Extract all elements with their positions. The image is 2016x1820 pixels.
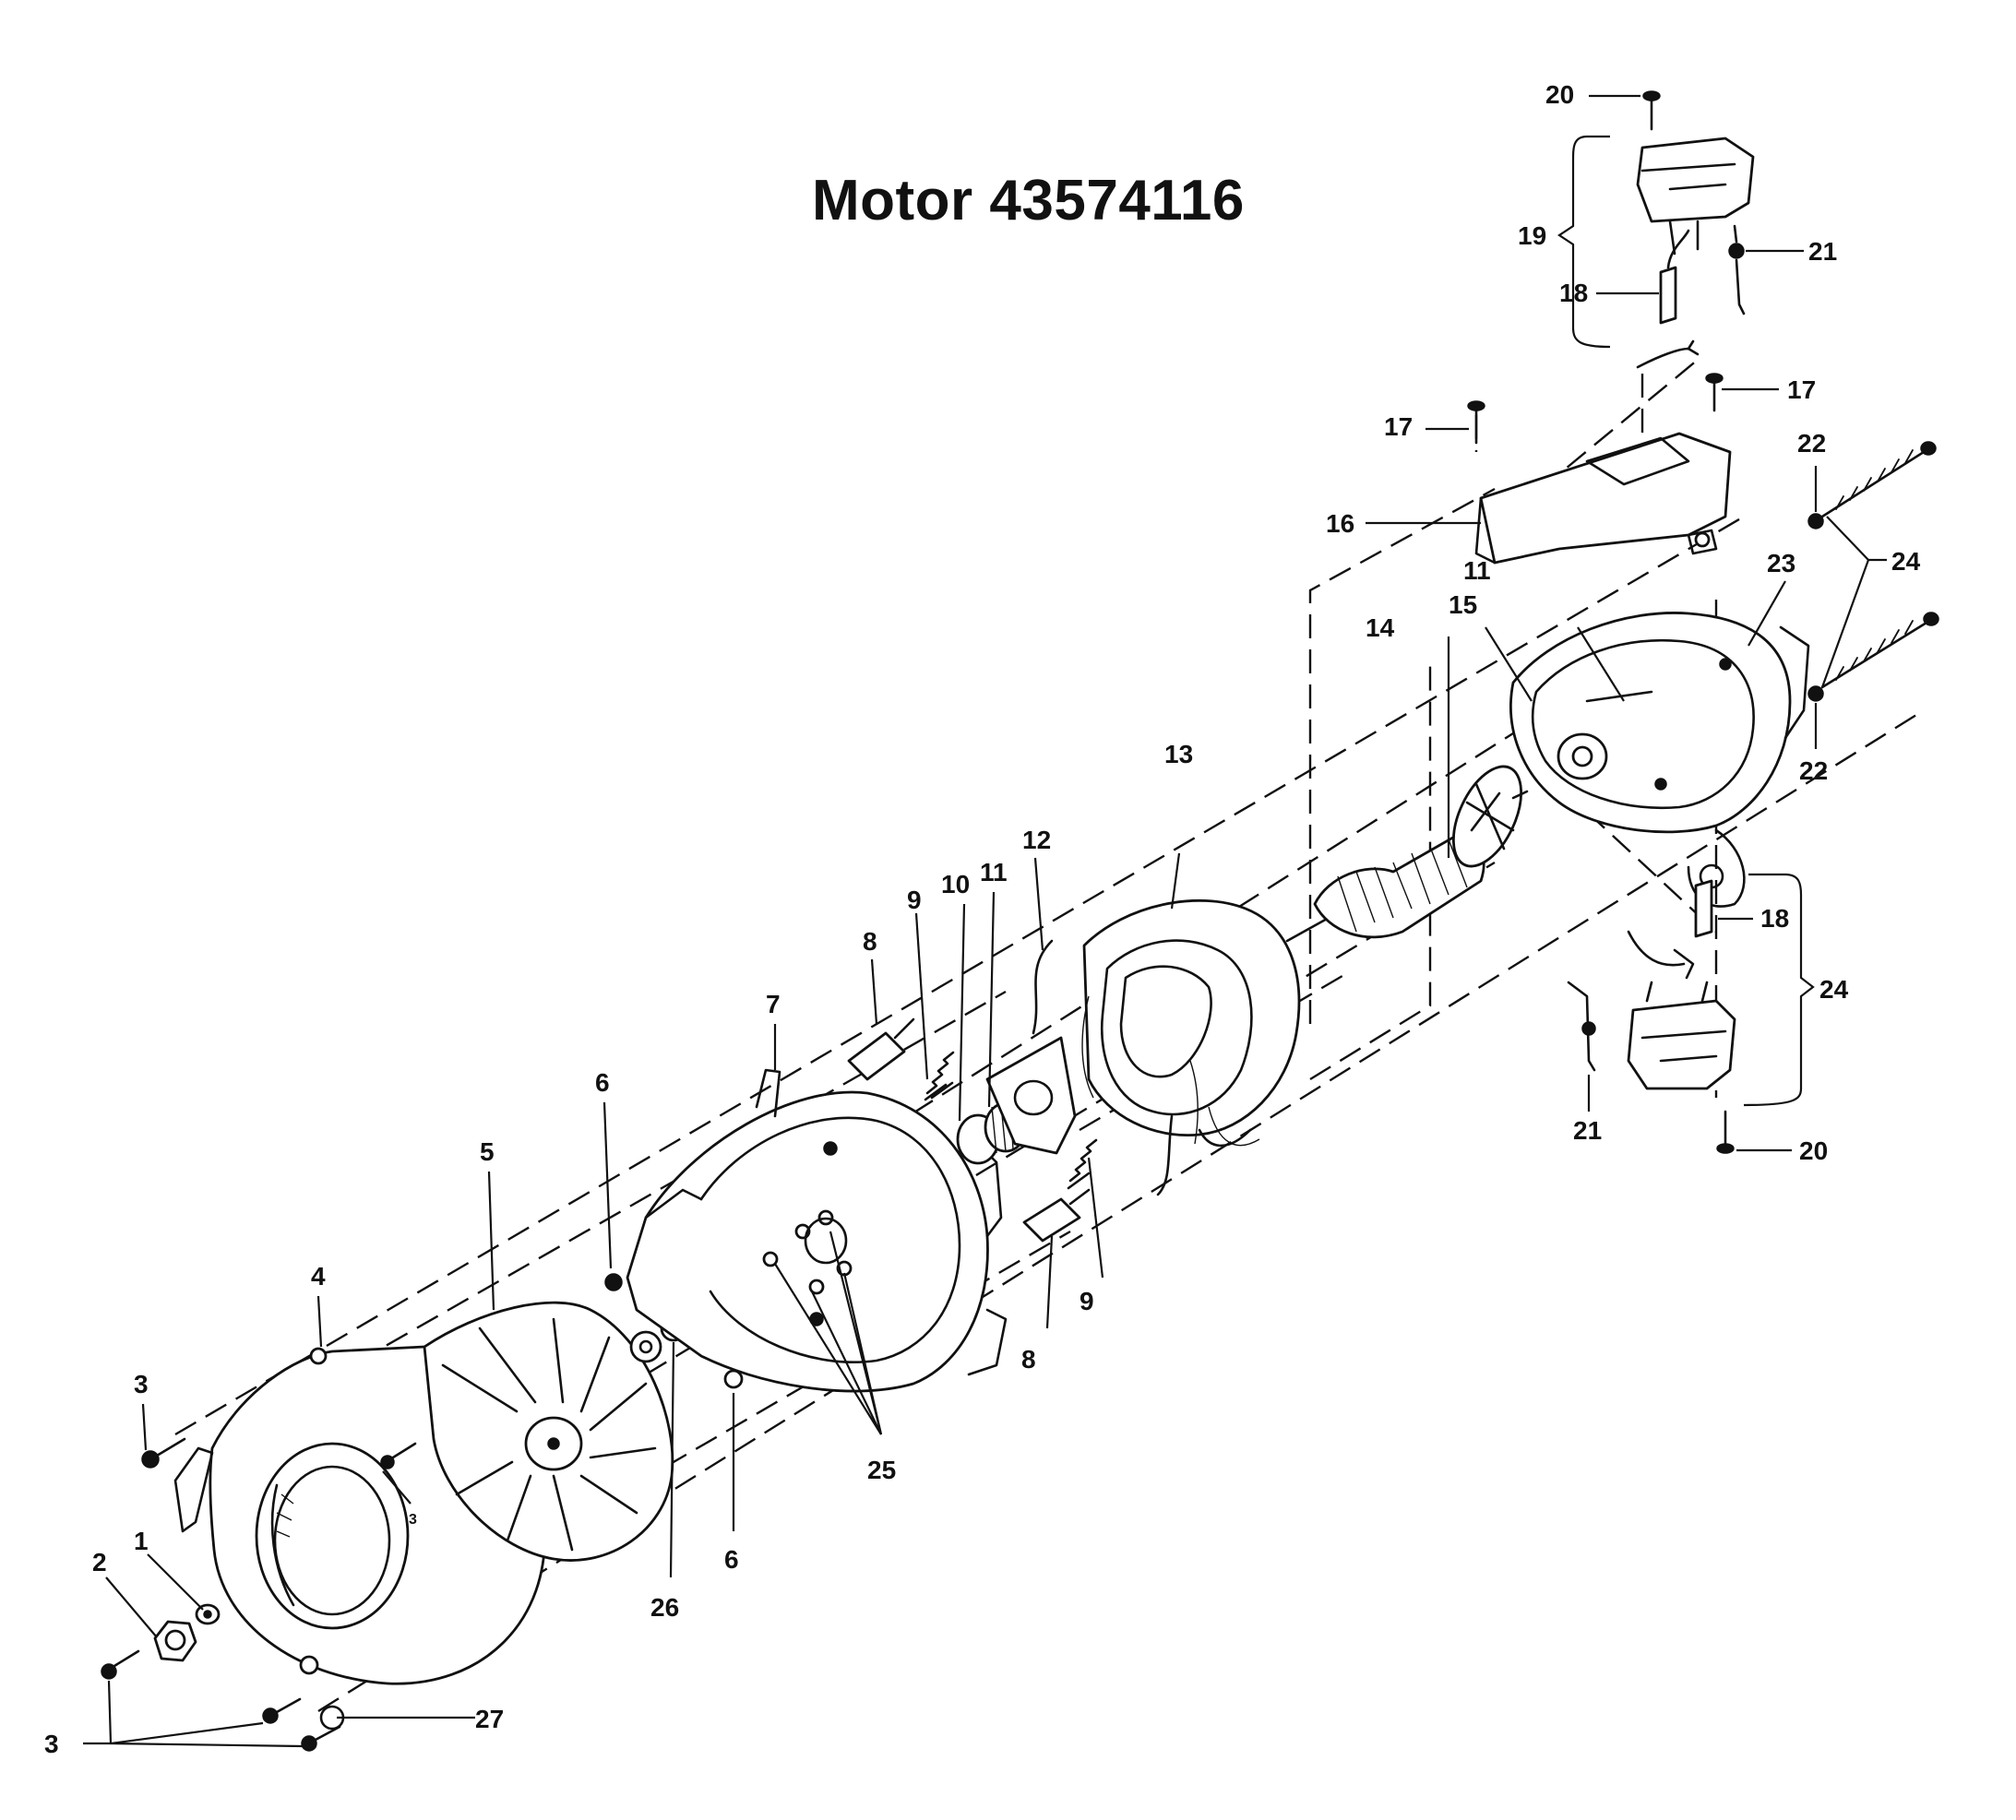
part-17-screw-left	[1467, 400, 1485, 445]
callout-6-upper: 6	[595, 1068, 610, 1097]
part-14-armature	[1285, 765, 1529, 943]
callout-3-lower: 3	[44, 1730, 59, 1758]
part-22-washer-upper	[1807, 513, 1824, 529]
callout-12: 12	[1022, 826, 1051, 854]
callout-18-top: 18	[1559, 279, 1588, 307]
callout-11-right: 11	[1463, 556, 1491, 585]
callout-labels: 20 19 18 21 17 17 22 16 23 24 11 15 14 2…	[44, 80, 1921, 1758]
leader-lines	[83, 94, 1887, 1748]
callout-22-top: 22	[1797, 429, 1826, 458]
callout-26: 26	[650, 1593, 679, 1622]
part-3-screw-lower-c	[301, 1725, 341, 1752]
callout-17-left: 17	[1384, 412, 1413, 441]
callout-27: 27	[475, 1705, 504, 1733]
callout-24-top: 24	[1891, 547, 1921, 576]
part-2-nut	[153, 1620, 197, 1662]
callout-14: 14	[1366, 613, 1395, 642]
part-6-nut-upper	[604, 1273, 623, 1291]
callout-15: 15	[1449, 590, 1477, 619]
part-3-screw-mid	[380, 1442, 417, 1469]
part-22-washer-lower	[1807, 685, 1824, 702]
part-12-plate	[985, 939, 1077, 1155]
callout-23: 23	[1767, 549, 1795, 577]
callout-20-top: 20	[1545, 80, 1574, 109]
part-18-brush-top	[1659, 229, 1690, 325]
callout-24-bottom: 24	[1819, 975, 1849, 1004]
callout-18-bottom: 18	[1760, 904, 1789, 933]
callout-11-left: 11	[980, 858, 1008, 886]
brush-lead-bottom	[1627, 930, 1695, 980]
callout-7: 7	[766, 990, 781, 1018]
callout-9-upper: 9	[907, 886, 922, 914]
callout-13: 13	[1164, 740, 1193, 768]
part-5-fan	[423, 1301, 674, 1562]
part-19-brush-holder-top	[1636, 137, 1755, 256]
callout-25: 25	[867, 1456, 896, 1484]
part-16-cover	[1474, 432, 1732, 565]
part-8-brush-lower	[1022, 1188, 1091, 1243]
callout-10: 10	[941, 870, 970, 898]
part-24-brush-holder-bottom	[1627, 981, 1736, 1090]
part-24-through-bolt-lower	[1820, 612, 1939, 689]
page-title: Motor 43574116	[812, 169, 1245, 232]
callout-8-lower: 8	[1021, 1345, 1036, 1374]
part-9-spring-lower	[1067, 1138, 1098, 1190]
callout-6-lower: 6	[724, 1545, 739, 1574]
part-25-leaders	[774, 1231, 883, 1435]
callout-8-upper: 8	[863, 927, 877, 956]
callout-9-lower: 9	[1080, 1287, 1094, 1315]
callout-22-bottom: 22	[1799, 756, 1828, 785]
callout-16: 16	[1326, 509, 1354, 538]
part-17-screw-right	[1705, 373, 1724, 412]
callout-5: 5	[480, 1137, 495, 1166]
part-21-spring-top	[1728, 224, 1746, 315]
part-20-screw-bottom	[1716, 1110, 1735, 1154]
part-9-spring-upper	[924, 1051, 955, 1101]
part-3-screw-upper-left	[141, 1437, 186, 1469]
part-24-through-bolt-upper	[1820, 441, 1937, 518]
callout-21-bottom: 21	[1573, 1116, 1602, 1145]
callout-3-mid: 3	[409, 1512, 417, 1528]
callout-4: 4	[311, 1262, 326, 1291]
callout-17-right: 17	[1787, 375, 1816, 404]
callout-2: 2	[92, 1548, 107, 1576]
callout-3-upper: 3	[134, 1370, 149, 1398]
callout-19: 19	[1518, 221, 1546, 250]
part-18-brush-bottom	[1694, 879, 1713, 938]
callout-20-bottom: 20	[1799, 1136, 1828, 1165]
callout-1: 1	[134, 1527, 149, 1555]
part-3-screw-lower-b	[262, 1697, 302, 1724]
part-20-screw-top	[1642, 90, 1661, 131]
brush-lead-top	[1636, 339, 1700, 369]
part-21-spring-bottom	[1567, 981, 1596, 1072]
part-6-nut-lower	[723, 1369, 744, 1389]
part-13-stator	[1081, 898, 1301, 1196]
part-23-end-bracket	[1509, 612, 1810, 908]
part-7-end-bracket	[626, 1068, 1008, 1393]
part-3-screw-lower-a	[101, 1649, 140, 1680]
part-8-brush-upper	[847, 1017, 915, 1081]
callout-21-top: 21	[1808, 237, 1837, 266]
